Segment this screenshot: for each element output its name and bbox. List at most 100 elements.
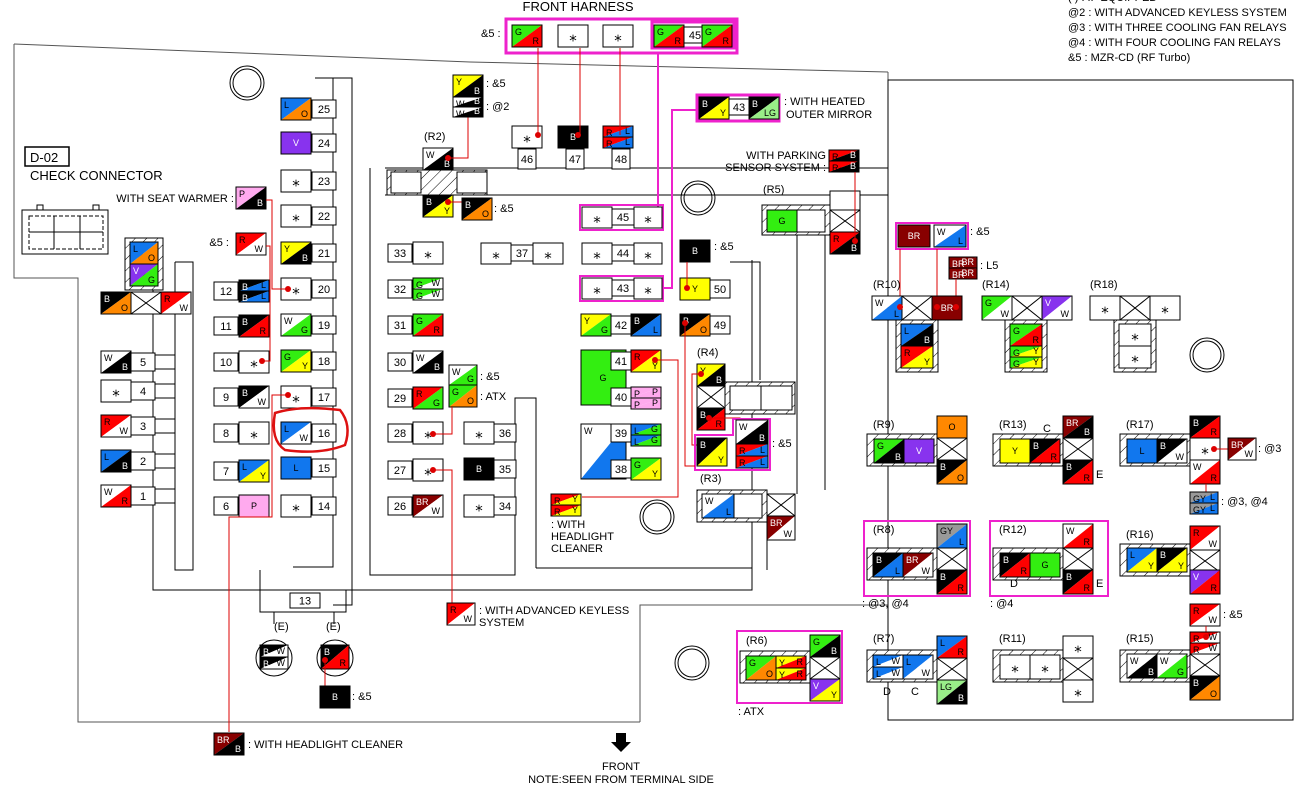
fuse-number: 1 xyxy=(140,491,146,503)
color-b xyxy=(736,444,768,456)
fuse-8: ⁎ xyxy=(238,421,270,445)
wire-code: B xyxy=(940,462,946,472)
r16-slot: VR xyxy=(1189,569,1221,595)
connector-id: D-02 xyxy=(30,150,58,165)
fuse-number-box xyxy=(611,148,631,170)
wire-code: BR xyxy=(941,303,954,313)
empty-slot xyxy=(602,24,634,48)
r2-slot: WB xyxy=(422,147,454,171)
color-fill xyxy=(280,456,312,480)
r17-slot: L xyxy=(1126,438,1158,464)
fuse-number: 17 xyxy=(318,392,330,404)
r18-slot: ⁎ xyxy=(1149,295,1181,321)
at3-at4-label: : @3, @4 xyxy=(862,598,909,610)
color-b xyxy=(937,460,967,484)
wire-code: R xyxy=(1021,566,1028,576)
fuse-number: 9 xyxy=(223,392,229,404)
wire-code: W xyxy=(1160,656,1169,666)
color-b xyxy=(239,460,269,482)
wire-code: L xyxy=(104,452,109,462)
wire-code: L xyxy=(653,325,658,335)
wire-code: Y xyxy=(831,690,837,700)
wire-code: P xyxy=(652,398,658,408)
wire-code: L xyxy=(894,309,899,319)
wire-code: V xyxy=(916,446,922,456)
color-b xyxy=(281,98,311,120)
swatch-border xyxy=(160,291,192,315)
busbar xyxy=(174,261,194,571)
r12-highlight xyxy=(989,520,1109,597)
swatch-border xyxy=(422,194,454,218)
empty-slot xyxy=(280,494,312,518)
swatch-border xyxy=(696,407,726,431)
wire-code: B xyxy=(1066,462,1072,472)
wire-code: L xyxy=(133,244,138,254)
wire-joint xyxy=(934,304,940,310)
unused-slot-icon: ⁎ xyxy=(1131,348,1139,366)
fuse-number: 43 xyxy=(617,283,629,295)
wire-code: G xyxy=(1041,560,1048,570)
fuse-number: 25 xyxy=(318,104,330,116)
wire-code: O xyxy=(700,325,707,335)
wire-joint xyxy=(897,304,903,310)
headlight-cleaner-swatch: BRB xyxy=(213,732,245,756)
color-fill xyxy=(319,685,351,709)
swatch-border xyxy=(1189,459,1221,485)
wire-code: B xyxy=(122,362,128,372)
swatch-border xyxy=(900,345,934,369)
color-b xyxy=(161,292,191,314)
wire-code: Y xyxy=(652,469,658,479)
relay-label-r12: (R12) xyxy=(999,524,1027,536)
mounting-hole-icon xyxy=(639,499,675,535)
fh-slot: GR xyxy=(653,24,685,48)
fuse-30: WB xyxy=(412,350,444,374)
r15-slot: WB xyxy=(1126,653,1158,679)
wire-code: W xyxy=(1061,309,1070,319)
color-b xyxy=(101,351,131,373)
fuse-number-box xyxy=(387,315,413,335)
relay-label-r5: (R5) xyxy=(763,184,784,196)
swatch-border xyxy=(1189,569,1221,595)
wire-code: W xyxy=(1209,615,1218,625)
swatch-border xyxy=(1009,356,1043,369)
panel-outline xyxy=(13,43,889,73)
color-b xyxy=(1157,548,1187,572)
wire-code: G xyxy=(433,398,440,408)
empty-slot xyxy=(633,277,663,300)
fuse-number-box xyxy=(387,496,413,516)
cavity-x xyxy=(1062,437,1094,461)
color-b xyxy=(413,278,443,289)
relay-cavity xyxy=(390,171,422,194)
color-b xyxy=(631,350,661,372)
r11-slot: ⁎ xyxy=(1062,635,1094,659)
fuse-number-box xyxy=(311,99,337,119)
wire-code: B xyxy=(895,452,901,462)
wire-code: GY xyxy=(1193,505,1206,515)
fh-slot: GR xyxy=(511,24,543,48)
fuse-49: BO xyxy=(679,313,711,337)
color-b xyxy=(1190,570,1220,594)
r8-slot: BR xyxy=(936,569,968,595)
r13-slot: BR xyxy=(1062,459,1094,485)
fuse-number-box xyxy=(130,352,156,372)
r4-slot: YB xyxy=(696,363,726,387)
wire-code: R xyxy=(554,507,561,517)
wire-code: W xyxy=(1209,632,1218,642)
empty-slot xyxy=(280,169,312,193)
unused-slot-icon: ⁎ xyxy=(424,424,432,442)
fuse-number: 16 xyxy=(318,428,330,440)
wire-code: B xyxy=(752,99,758,109)
amp5-ground-swatch: B xyxy=(319,685,351,709)
wire-code: L xyxy=(293,463,298,473)
color-b xyxy=(239,315,269,337)
color-b xyxy=(239,386,269,408)
swatch-border xyxy=(280,241,312,265)
swatch-border xyxy=(602,136,634,149)
color-b xyxy=(949,257,977,268)
legend-item: @2 : WITH ADVANCED KEYLESS SYSTEM xyxy=(1068,7,1287,19)
